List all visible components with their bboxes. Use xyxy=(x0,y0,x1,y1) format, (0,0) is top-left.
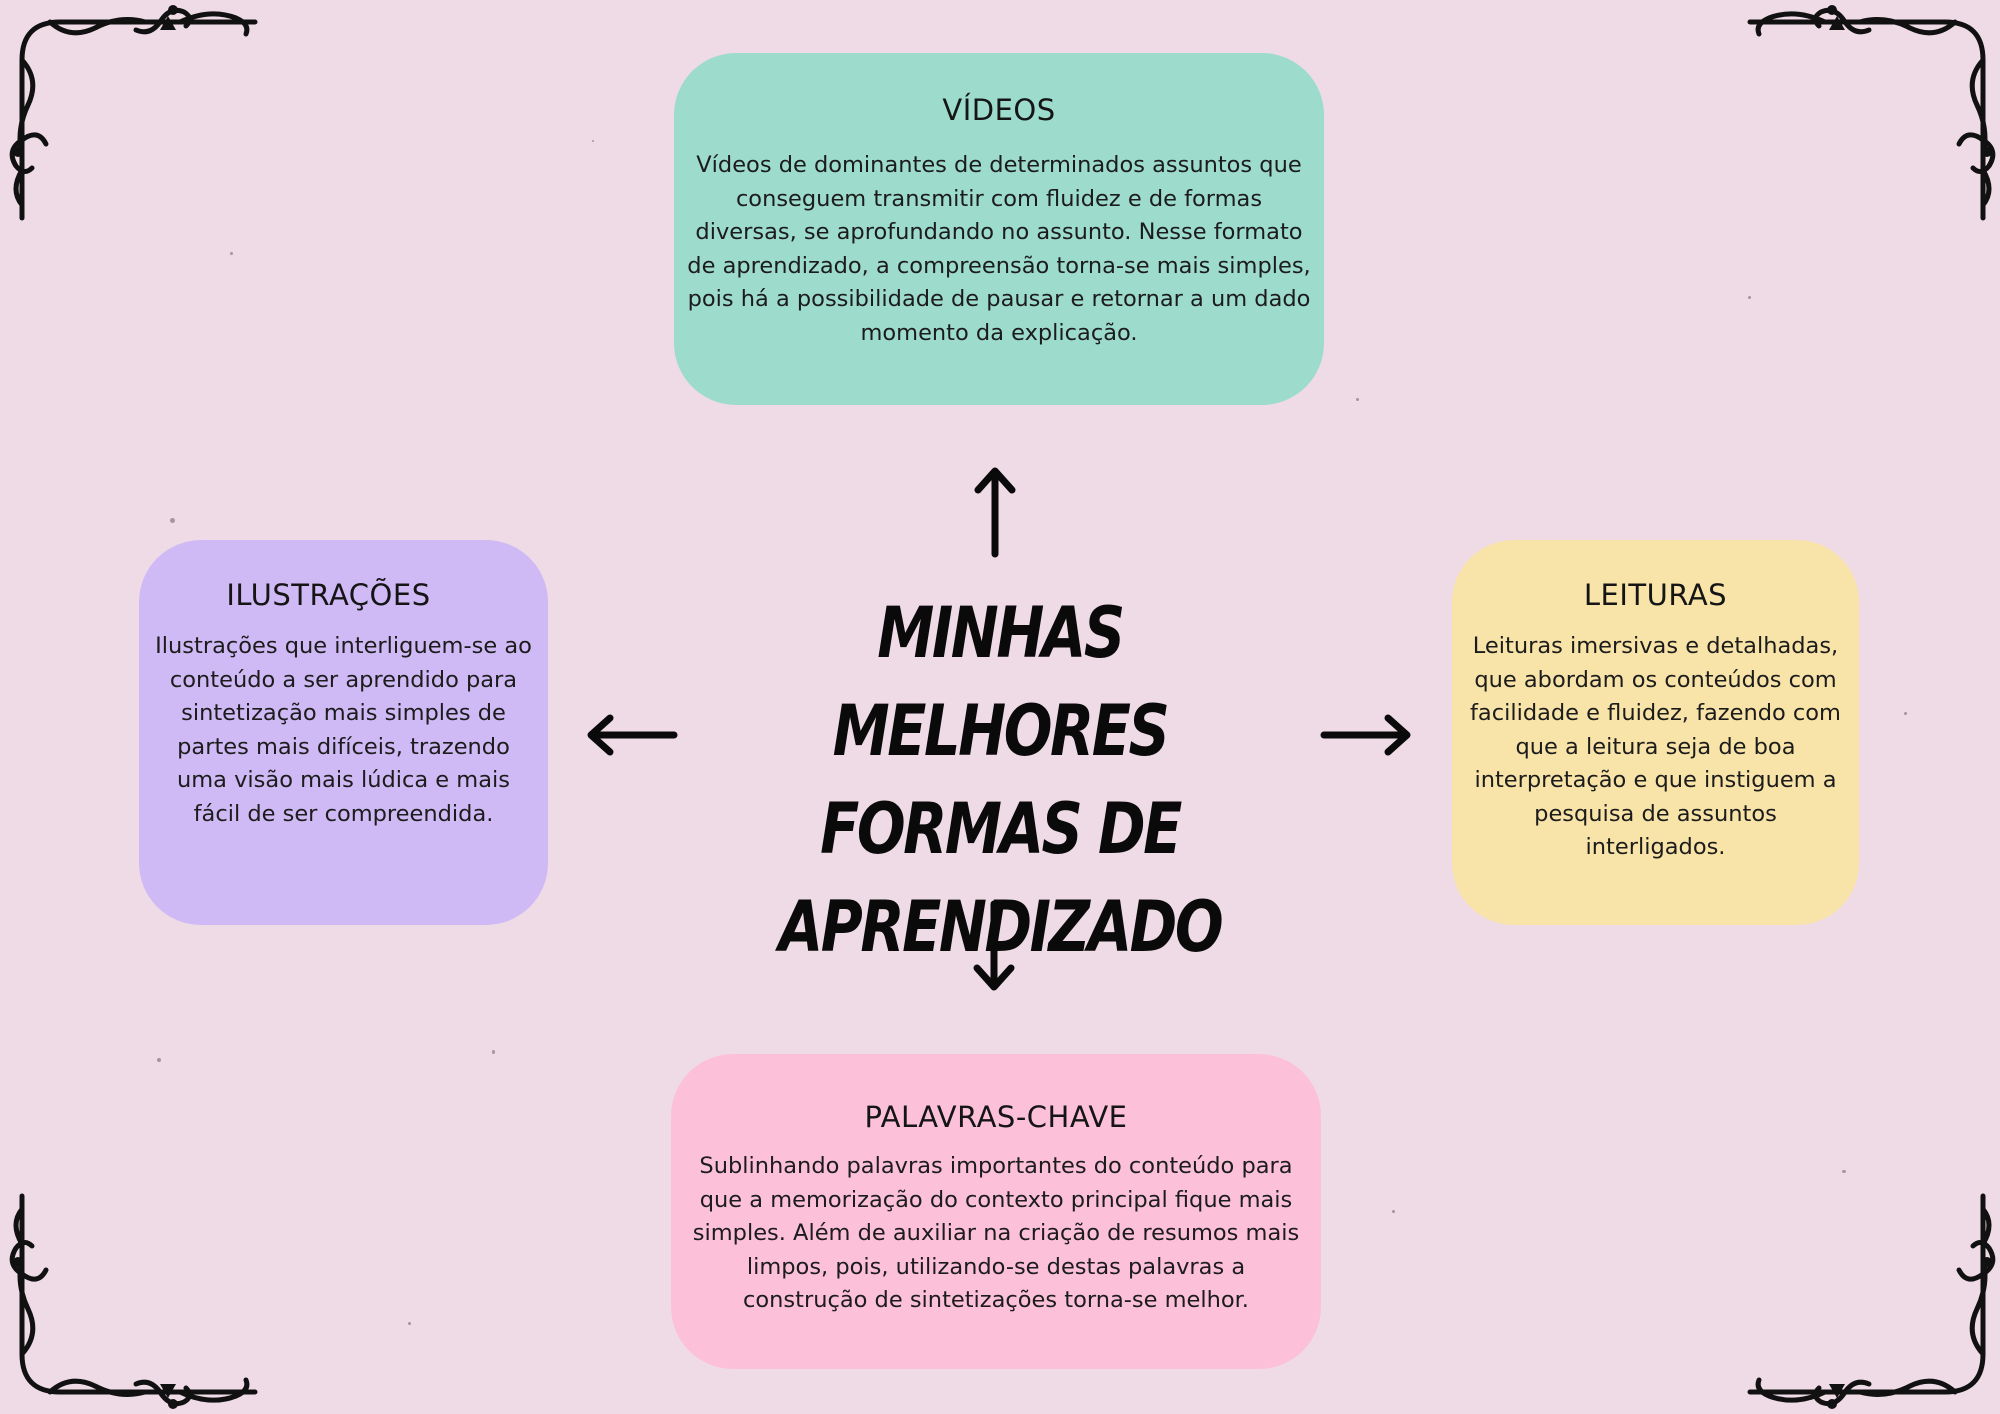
card-palavras-chave: PALAVRAS-CHAVE Sublinhando palavras impo… xyxy=(671,1054,1321,1369)
corner-ornament-bottom-left xyxy=(9,1193,258,1409)
arrow-right-icon xyxy=(1320,714,1411,756)
card-ilustracoes-text: Ilustrações que interliguem-se ao conteú… xyxy=(155,633,532,827)
central-title: MINHAS MELHORES FORMAS DE APRENDIZADO xyxy=(754,584,1246,976)
card-leituras-text: Leituras imersivas e detalhadas, que abo… xyxy=(1470,633,1841,860)
title-line-2: FORMAS DE xyxy=(820,788,1182,870)
title-line-1: MINHAS MELHORES xyxy=(832,592,1170,772)
corner-ornament-top-left xyxy=(9,5,258,221)
corner-ornament-bottom-right xyxy=(1747,1193,1996,1409)
card-videos-text: Vídeos de dominantes de determinados ass… xyxy=(687,152,1311,346)
card-palavras-chave-heading: PALAVRAS-CHAVE xyxy=(864,1100,1128,1134)
arrow-up-icon xyxy=(974,467,1016,558)
card-videos-heading: VÍDEOS xyxy=(942,93,1056,127)
arrow-down-icon xyxy=(973,900,1015,991)
card-palavras-chave-text: Sublinhando palavras importantes do cont… xyxy=(692,1153,1300,1313)
card-videos: VÍDEOS Vídeos de dominantes de determina… xyxy=(674,53,1324,405)
card-ilustracoes: ILUSTRAÇÕES Ilustrações que interliguem-… xyxy=(139,540,548,925)
card-leituras: LEITURAS Leituras imersivas e detalhadas… xyxy=(1452,540,1859,925)
card-ilustracoes-heading: ILUSTRAÇÕES xyxy=(226,578,431,612)
corner-ornament-top-right xyxy=(1747,5,1996,221)
title-line-3: APRENDIZADO xyxy=(778,886,1224,968)
card-leituras-heading: LEITURAS xyxy=(1583,578,1728,612)
arrow-left-icon xyxy=(587,714,678,756)
